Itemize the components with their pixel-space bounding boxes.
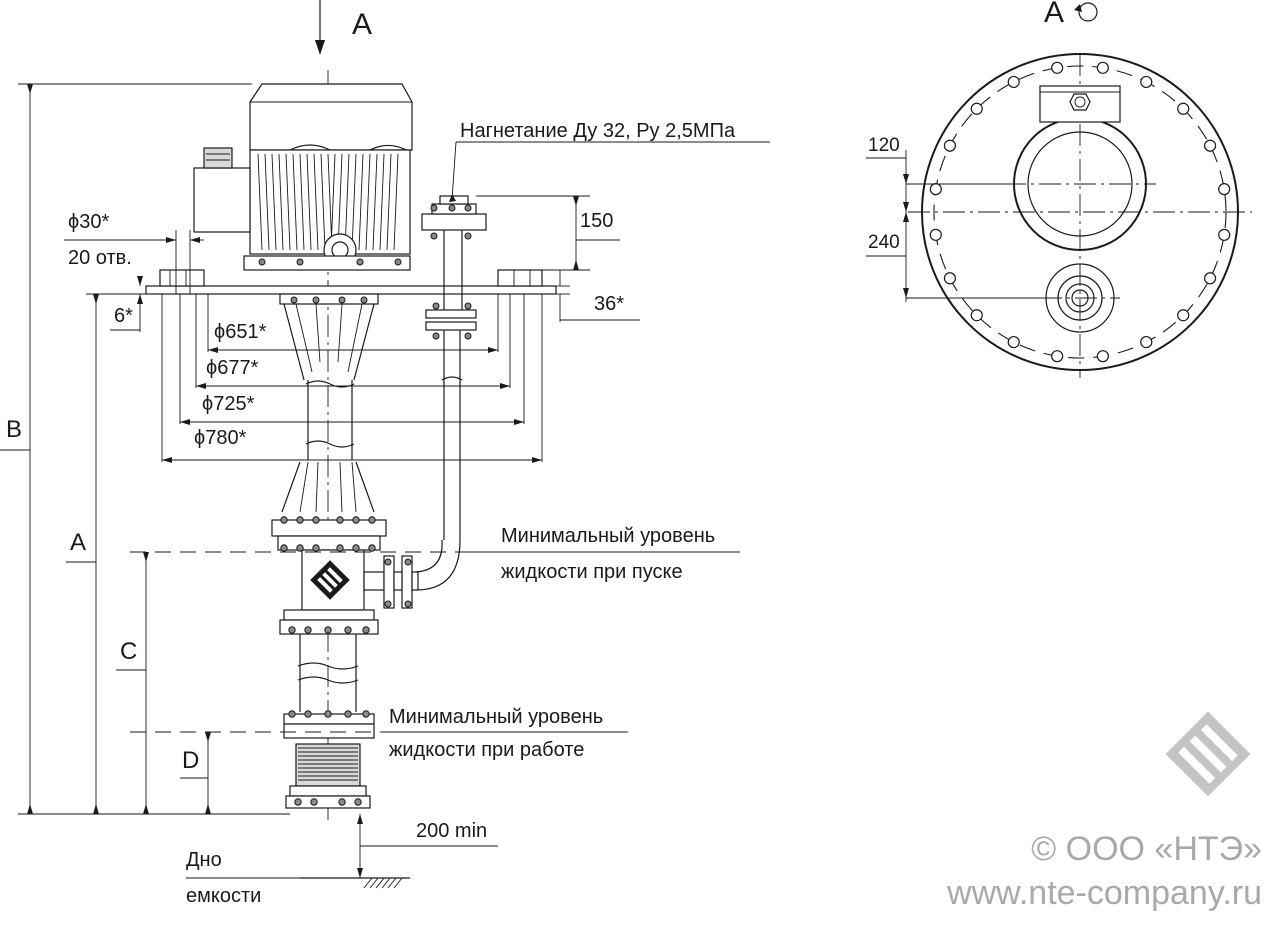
dim-holes	[64, 230, 204, 294]
dim-label-36: 36*	[594, 293, 624, 315]
rotation-icon	[1074, 2, 1098, 22]
label-min-level-run-1: Минимальный уровень	[389, 706, 603, 728]
dim-label-d780: ϕ780*	[194, 427, 247, 449]
dim-thickness	[110, 276, 143, 332]
dim-label-240: 240	[868, 232, 900, 253]
flange-bolts	[280, 516, 376, 806]
dim-label-b: B	[6, 416, 22, 443]
motor	[193, 83, 413, 271]
column-pipe	[305, 380, 355, 460]
dim-label-c: C	[120, 638, 137, 665]
dim-c	[116, 552, 149, 814]
dim-a	[66, 293, 146, 814]
dim-36	[556, 270, 640, 322]
label-min-level-run-2: жидкости при работе	[389, 739, 584, 761]
view-arrow	[315, 0, 325, 55]
pump-casing	[271, 461, 419, 809]
dim-label-holes-dia: ϕ30*	[68, 211, 109, 233]
dim-label-d725: ϕ725*	[202, 393, 255, 415]
view-label-a: A	[352, 8, 372, 41]
label-min-level-start-1: Минимальный уровень	[501, 525, 715, 547]
watermark-logo	[1165, 711, 1251, 797]
dim-label-120: 120	[868, 135, 900, 156]
watermark-copyright: © ООО «НТЭ»	[1031, 830, 1262, 868]
dim-label-d651: ϕ651*	[214, 321, 267, 343]
label-min-level-start-2: жидкости при пуске	[501, 561, 683, 583]
dim-label-thickness: 6*	[114, 305, 133, 327]
dim-label-d677: ϕ677*	[206, 357, 259, 379]
dim-label-a: A	[70, 529, 86, 556]
label-bottom-1: Дно	[186, 849, 222, 871]
dim-clearance	[186, 814, 498, 889]
dim-d	[180, 732, 211, 814]
dim-label-clearance: 200 min	[416, 820, 487, 842]
dim-label-150: 150	[580, 210, 613, 232]
mounting-plate	[145, 269, 557, 295]
label-bottom-2: емкости	[186, 885, 261, 907]
dim-diameters	[161, 294, 543, 463]
watermark-site: www.nte-company.ru	[946, 874, 1262, 912]
discharge-pipe	[415, 195, 487, 591]
dim-label-holes-count: 20 отв.	[68, 247, 132, 269]
section-label-a: A	[1044, 0, 1064, 29]
dim-label-d: D	[182, 747, 199, 774]
dim-b	[0, 83, 290, 815]
label-discharge: Нагнетание Ду 32, Ру 2,5МПа	[460, 120, 736, 142]
dim-150	[476, 195, 620, 271]
lantern-bracket	[279, 293, 379, 381]
top-view	[866, 53, 1252, 378]
